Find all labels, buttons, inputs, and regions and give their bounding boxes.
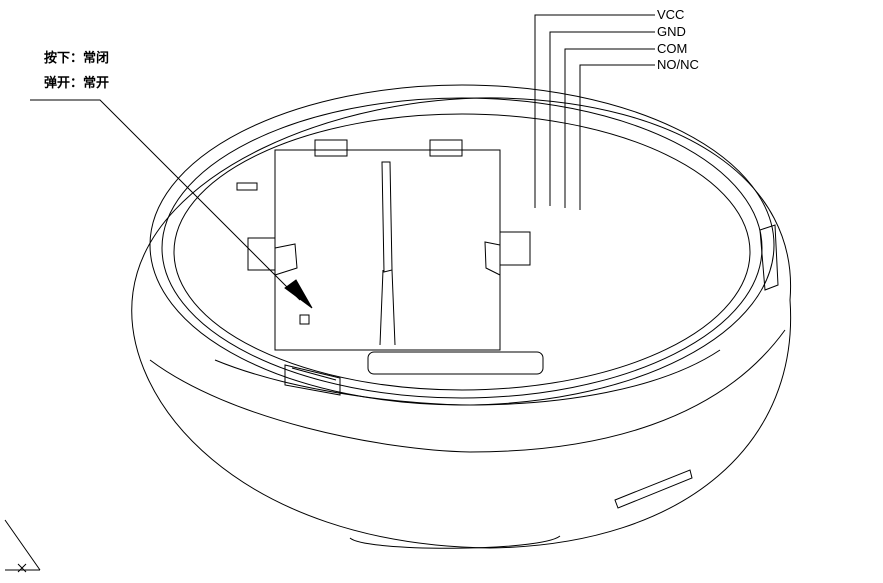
center-blade-body: [379, 269, 396, 346]
center-blade: [381, 161, 393, 273]
lead-vcc: [534, 14, 655, 208]
terminal-label-gnd: GND: [657, 24, 686, 39]
left-rim-clip: [284, 364, 341, 396]
terminal-label-com: COM: [657, 41, 688, 56]
cavity-floor: [214, 349, 721, 406]
small-square-left: [236, 182, 258, 191]
lead-com: [564, 48, 655, 208]
right-latch: [484, 231, 531, 276]
annotation-leader: [30, 99, 301, 301]
outer-ring: [149, 84, 775, 406]
housing-top-tab-left: [314, 139, 348, 157]
right-rim-clip: [759, 224, 779, 291]
terminal-label-vcc: VCC: [657, 7, 685, 22]
left-rim-clip-inner: [291, 367, 337, 381]
base-bottom-foot: [349, 535, 561, 549]
base-slot: [614, 469, 693, 509]
annotation-arrow: [284, 279, 313, 309]
axis-glyph: [4, 519, 41, 573]
inner-ring: [173, 113, 751, 391]
base-outer-wall: [131, 291, 792, 549]
lead-gnd: [549, 31, 655, 206]
left-latch: [247, 237, 298, 276]
base-top-rim: [132, 97, 792, 301]
base-lower-band: [149, 329, 786, 453]
indicator-square: [299, 314, 310, 325]
lead-nonc: [579, 64, 655, 210]
annotation-released: 弹开：常开: [44, 76, 110, 91]
housing-top-tab-right: [429, 139, 463, 157]
housing-bottom-tab: [367, 351, 544, 375]
annotation-pressed: 按下：常闭: [44, 51, 110, 66]
terminal-label-nonc: NO/NC: [657, 57, 699, 72]
